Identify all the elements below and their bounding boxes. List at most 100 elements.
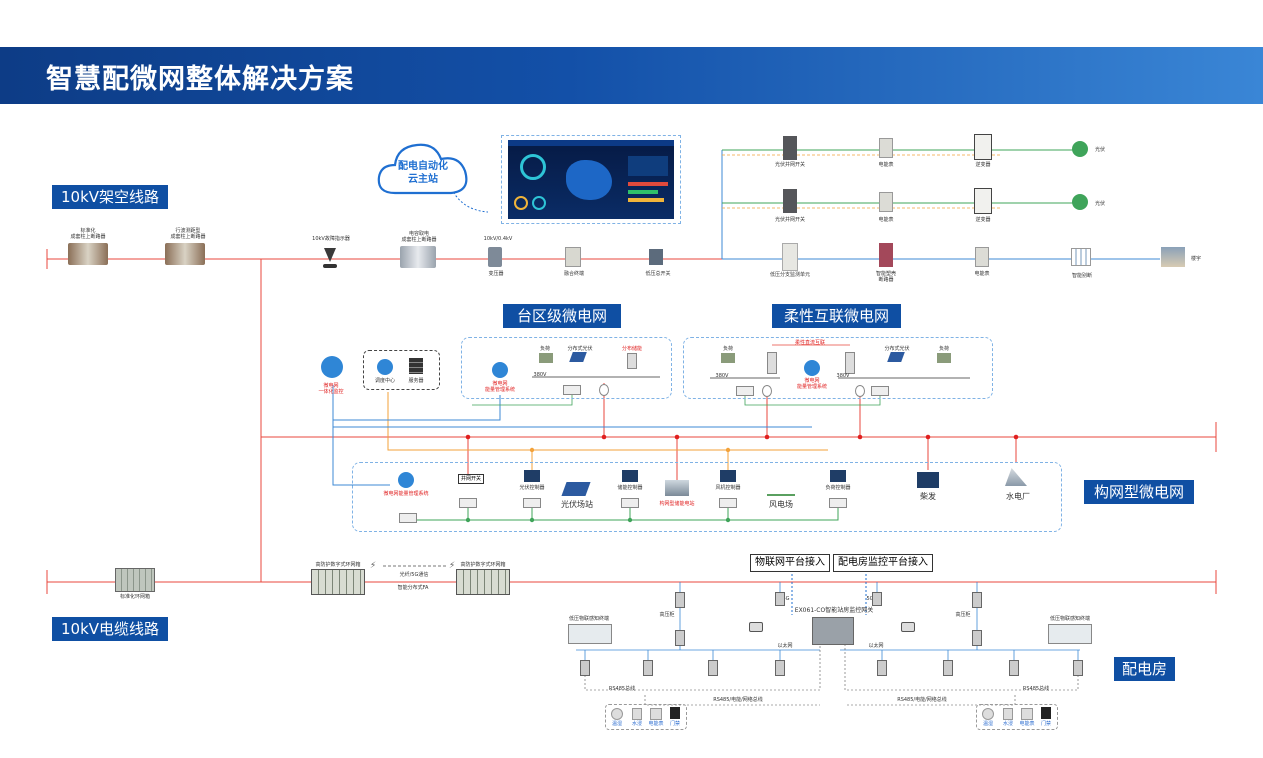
hydro-label: 水电厂 — [1006, 492, 1030, 501]
load-ctrl-icon — [830, 470, 846, 482]
water-sensor-icon-r — [1003, 708, 1013, 720]
tag-flexible-microgrid: 柔性互联微电网 — [772, 304, 902, 328]
water-sensor-icon-l — [632, 708, 642, 720]
access-sensor-icon-r — [1041, 707, 1051, 719]
pv-panel-icon-2 — [1072, 194, 1088, 210]
cap-switch-icon — [400, 246, 436, 268]
flex-load-1-label: 负荷 — [722, 346, 734, 352]
cloud-icon — [377, 143, 468, 195]
lv-unit-8 — [1073, 660, 1083, 676]
fault-indicator-label: 10kV故障指示器 — [312, 236, 350, 242]
dashboard-map — [566, 160, 612, 200]
sensor-label-l-4: 门禁 — [669, 721, 681, 727]
hv-meter-left-icon — [675, 630, 685, 646]
tag-cable-line: 10kV电缆线路 — [52, 617, 169, 641]
server-icon — [409, 358, 423, 374]
storage-ctrl-label: 储能控制器 — [617, 485, 643, 491]
sensor-label-r-2: 水浸 — [1002, 721, 1014, 727]
pv-switch-label-2: 光伏并网开关 — [774, 217, 806, 223]
sensor-group-right — [976, 704, 1058, 730]
eth-right-label: 以太网 — [868, 643, 884, 649]
fa-label: 智能分布式FA — [397, 585, 429, 591]
tag-gouwang-microgrid: 构网型微电网 — [1084, 480, 1195, 504]
boundary-switch-icon — [165, 243, 205, 265]
wind-farm-label: 风电场 — [769, 500, 793, 509]
diesel-icon — [917, 472, 939, 488]
smart-switch-icon — [1071, 248, 1091, 266]
right-cabinet-icon — [1048, 624, 1092, 644]
eth-left-label: 以太网 — [777, 643, 793, 649]
wind-ctrl-label: 风机控制器 — [715, 485, 741, 491]
flex-controller-1 — [736, 386, 754, 396]
lv-unit-1 — [580, 660, 590, 676]
taiqu-storage-label: 分布储能 — [621, 346, 643, 352]
pv-station-icon — [561, 482, 591, 496]
lv-main-switch-label: 低压总开关 — [645, 271, 671, 277]
pv-meter-icon-2 — [879, 192, 893, 212]
lv-unit-7 — [1009, 660, 1019, 676]
taiqu-microgrid-box — [461, 337, 672, 399]
cable-switch-icon-1 — [775, 592, 785, 606]
cap-switch-label: 电容取电 成套柱上断路器 — [401, 231, 437, 243]
left-cabinet-icon — [568, 624, 612, 644]
left-cabinet-label: 低压物联感知终端 — [568, 616, 610, 622]
taiqu-load-icon — [539, 353, 553, 363]
title-banner: 智慧配微网整体解决方案 — [0, 47, 1263, 104]
inverter-icon-1 — [974, 134, 992, 160]
room-monitor-platform-tag: 配电房监控平台接入 — [833, 554, 933, 572]
flex-dc-link-label: 柔性直流互联 — [794, 340, 826, 346]
integrated-monitor-label: 微电网 一体化监控 — [318, 383, 344, 395]
flex-pv-label: 分布式光伏 — [884, 346, 910, 352]
meter-label-3: 电能表 — [974, 271, 990, 277]
gouwang-microgrid-box — [352, 462, 1062, 532]
flex-breaker-2 — [855, 385, 865, 397]
right-cabinet-label: 低压物联感知终端 — [1049, 616, 1091, 622]
flex-converter-1 — [767, 352, 777, 374]
flex-load-2-icon — [937, 353, 951, 363]
gateway-label: EX061-CO智能站房监控网关 — [794, 607, 874, 614]
access-sensor-icon-l — [670, 707, 680, 719]
net-left-label: RS485/电能/网络总线 — [713, 697, 763, 703]
pv-ctrl-box — [523, 498, 541, 508]
page-title: 智慧配微网整体解决方案 — [46, 64, 354, 95]
sensor-label-l-2: 水浸 — [631, 721, 643, 727]
cloud-label-2: 云主站 — [408, 174, 438, 185]
flex-load-1-icon — [721, 353, 735, 363]
bus485-right-label: RS485总线 — [1022, 686, 1050, 692]
flex-controller-2 — [871, 386, 889, 396]
building-label: 楼宇 — [1190, 256, 1202, 262]
grid-switch-icon — [459, 498, 477, 508]
sensor-label-l-3: 电能表 — [648, 721, 664, 727]
taiqu-ems-label: 微电网 能量管理系统 — [484, 381, 516, 393]
smart-switch-label: 智能别断 — [1071, 273, 1093, 279]
flex-ems-icon — [804, 360, 820, 376]
transformer-label: 变压器 — [488, 271, 504, 277]
load-ctrl-label: 负荷控制器 — [825, 485, 851, 491]
flex-load-2-label: 负荷 — [938, 346, 950, 352]
flex-breaker-1 — [762, 385, 772, 397]
pv-label-1: 光伏 — [1094, 147, 1106, 153]
hv-switch-right-label: 高压柜 — [955, 612, 971, 618]
hv-switch-left-icon — [675, 592, 685, 608]
dashboard-frame — [501, 135, 681, 224]
grid-switch-tag: 并网开关 — [458, 474, 485, 484]
sensor-label-r-1: 温湿 — [982, 721, 994, 727]
tag-taiqu-microgrid: 台区级微电网 — [503, 304, 622, 328]
boundary-switch-label: 行波测距型 成套柱上断路器 — [170, 228, 206, 240]
taiqu-voltage: 380V — [533, 372, 547, 378]
lv-unit-3 — [708, 660, 718, 676]
meter-sensor-icon-l — [650, 708, 662, 720]
storage-ctrl-icon — [622, 470, 638, 482]
std-ring-box-label: 标准化环网箱 — [119, 594, 151, 600]
taiqu-breaker-icon — [599, 384, 609, 396]
ring-box-a-icon — [311, 569, 365, 595]
dispatch-group — [363, 350, 440, 390]
gateway-icon — [812, 617, 854, 645]
integrated-monitor-icon — [321, 356, 343, 378]
lv-unit-5 — [877, 660, 887, 676]
inverter-icon-2 — [974, 188, 992, 214]
load-ctrl-box — [829, 498, 847, 508]
lv-unit-2 — [643, 660, 653, 676]
std-ring-box-icon — [115, 568, 155, 592]
wind-ctrl-box — [719, 498, 737, 508]
